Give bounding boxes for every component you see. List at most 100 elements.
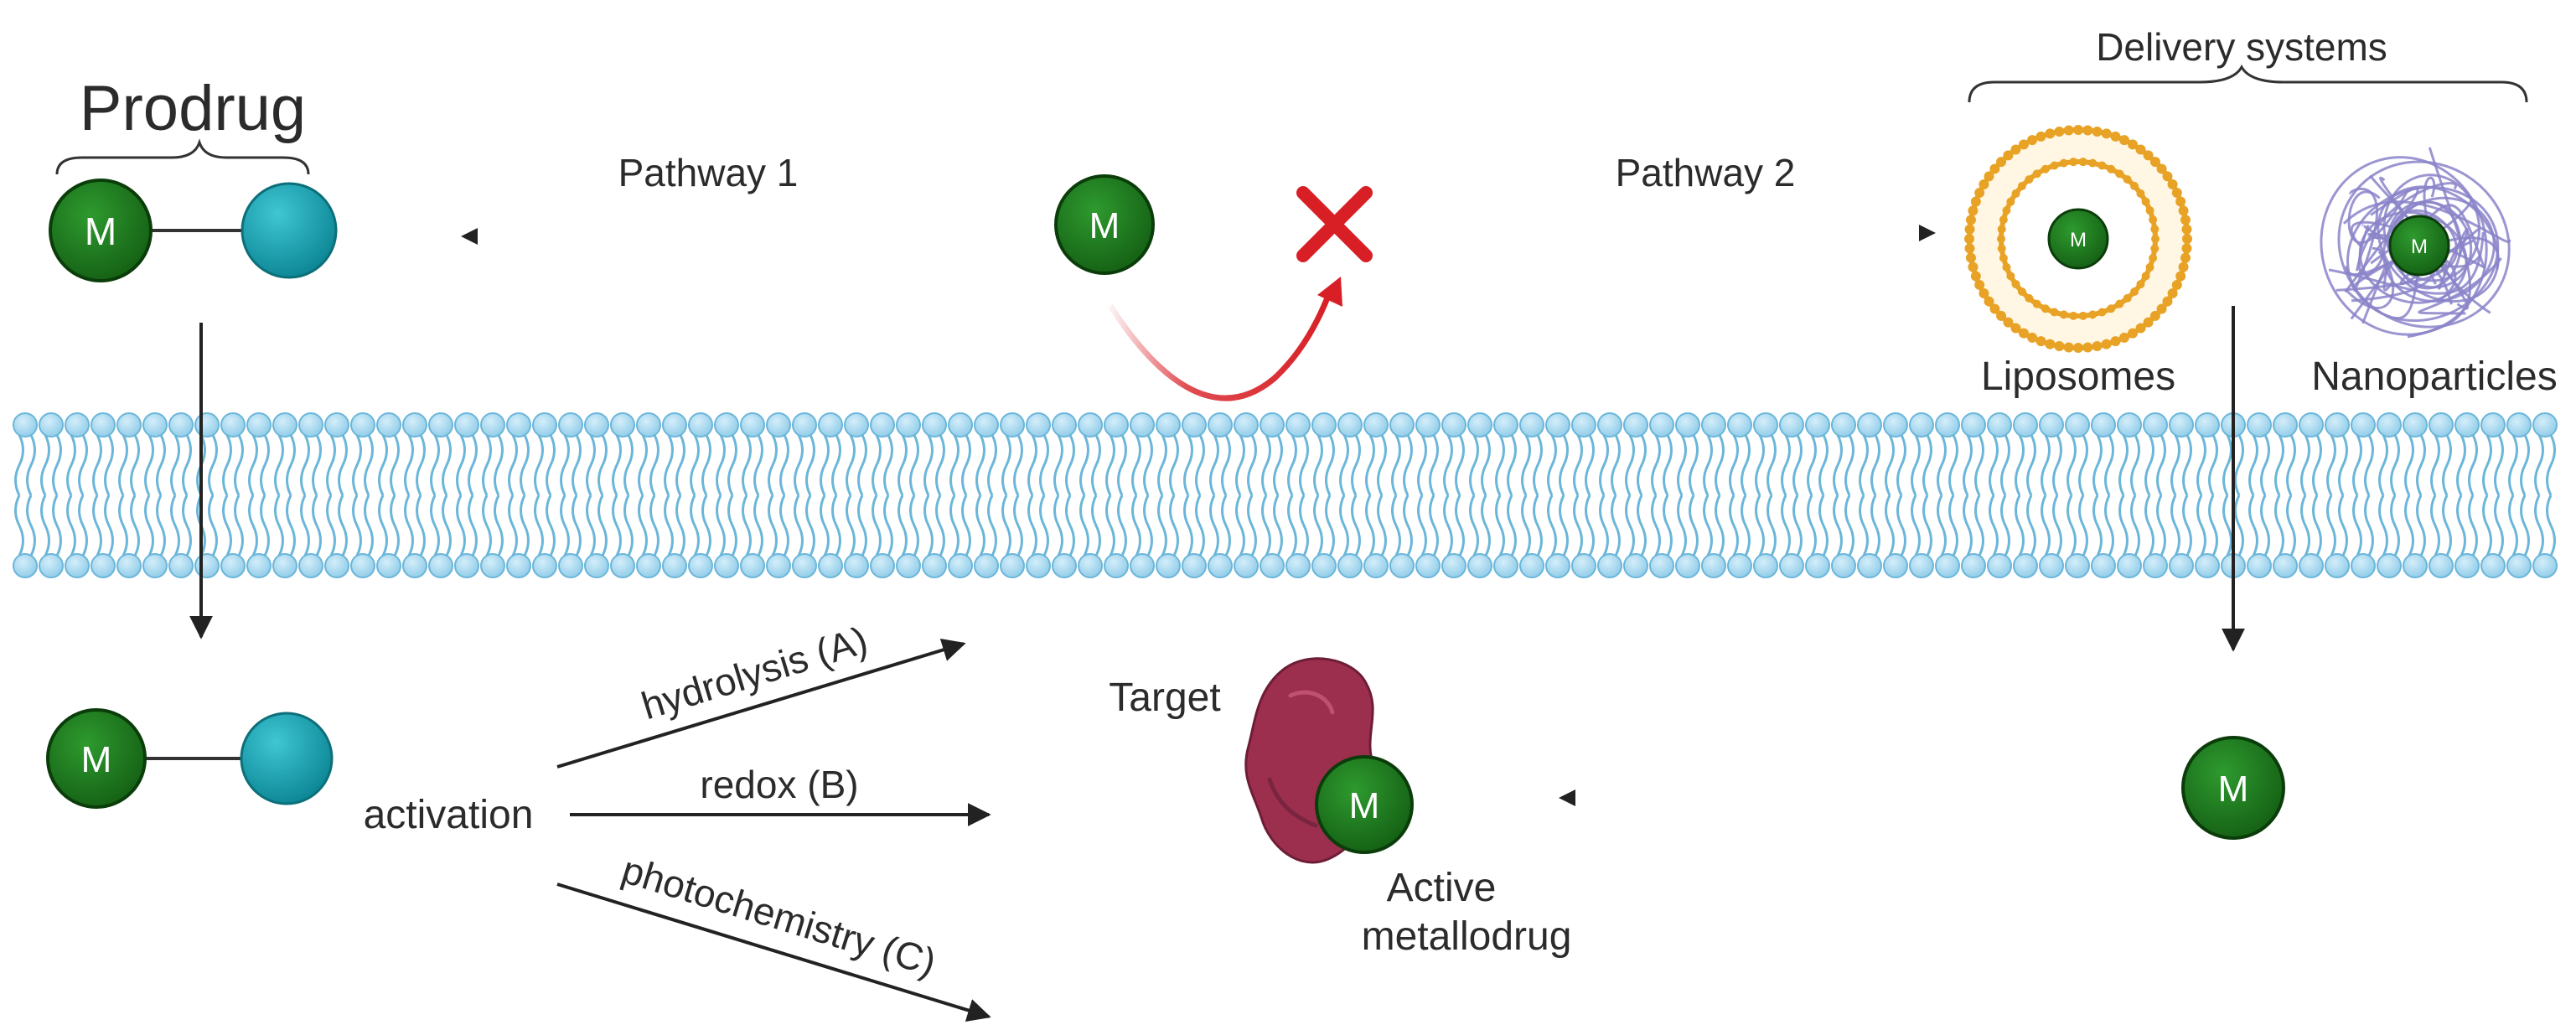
lipid-tail — [2494, 434, 2504, 496]
lipid-tail — [1169, 434, 1179, 496]
liposome-lipid-head — [2107, 164, 2116, 173]
lipid-tail — [768, 494, 778, 557]
metal-label: M — [81, 739, 112, 780]
lipid-tail — [1818, 494, 1829, 557]
lipid-tail — [2130, 494, 2140, 557]
liposome-lipid-head — [2115, 169, 2124, 179]
lipid-head — [1961, 553, 1986, 578]
lipid-tail — [2326, 434, 2336, 496]
liposome-lipid-head — [2069, 311, 2078, 320]
delivery-brace — [1968, 64, 2528, 103]
lipid-head — [506, 412, 531, 437]
lipid-tail — [456, 494, 466, 557]
lipid-head — [454, 412, 479, 437]
lipid-head — [2429, 412, 2454, 437]
lipid-tail — [1469, 434, 1479, 496]
lipid-tail — [831, 494, 841, 557]
lipid-head — [948, 412, 973, 437]
lipid-tail — [390, 494, 400, 557]
lipid-head — [844, 553, 869, 578]
liposome-lipid-head — [2149, 310, 2160, 321]
metal-label: M — [1089, 205, 1120, 246]
liposome-lipid-head — [2151, 235, 2160, 243]
liposome-lipid-head — [1968, 205, 1979, 216]
lipid-tail — [274, 434, 284, 496]
liposome-lipid-head — [2069, 158, 2078, 167]
lipid-head — [1727, 412, 1752, 437]
lipid-tail — [1989, 434, 1999, 496]
lipid-tail — [1247, 434, 1257, 496]
lipid-tail — [1429, 494, 1439, 557]
liposome-lipid-head — [2045, 339, 2056, 349]
lipid-head — [558, 553, 583, 578]
lipid-tail — [1391, 434, 1401, 496]
lipid-tail — [2352, 434, 2362, 496]
lipid-tail — [1091, 494, 1101, 557]
lipid-tail — [534, 434, 544, 496]
lipid-tail — [1287, 434, 1297, 496]
lipid-tail — [909, 494, 919, 557]
lipid-head — [1467, 412, 1492, 437]
active-label-line1: Active — [1387, 866, 1497, 910]
redox-label: redox (B) — [700, 763, 858, 806]
lipid-tail — [1896, 434, 1906, 496]
lipid-tail — [1963, 434, 1973, 496]
lipid-tail — [170, 434, 180, 496]
lipid-tail — [2494, 494, 2504, 557]
lipid-head — [1104, 553, 1129, 578]
liposome-lipid-head — [2010, 144, 2021, 155]
lipid-tail — [442, 494, 452, 557]
lipid-head — [39, 412, 64, 437]
lipid-tail — [897, 434, 908, 496]
lipid-tail — [1729, 434, 1739, 496]
lipid-tail — [286, 494, 296, 557]
lipid-tail — [182, 434, 192, 496]
lipid-head — [1467, 553, 1492, 578]
lipid-tail — [390, 434, 400, 496]
liposome-lipid-head — [2002, 206, 2011, 215]
lipid-tail — [364, 434, 374, 496]
metal-label: M — [2070, 229, 2087, 251]
lipid-tail — [1183, 494, 1193, 557]
liposome-lipid-head — [1979, 288, 1989, 298]
lipid-tail — [2430, 434, 2440, 496]
lipid-tail — [2260, 434, 2270, 496]
lipid-head — [2143, 412, 2168, 437]
lipid-head — [714, 553, 739, 578]
lipid-tail — [2534, 494, 2544, 557]
lipid-head — [740, 553, 765, 578]
lipid-head — [558, 412, 583, 437]
lipid-head — [2429, 553, 2454, 578]
liposome-lipid-head — [1989, 163, 2000, 174]
pathway1-label: Pathway 1 — [618, 151, 799, 194]
liposome-lipid-head — [2092, 341, 2103, 352]
lipid-head — [922, 553, 947, 578]
lipid-tail — [2156, 494, 2166, 557]
liposome-lipid-head — [2145, 206, 2154, 215]
lipid-head — [1857, 553, 1882, 578]
liposome-lipid-head — [2181, 243, 2192, 254]
lipid-head — [1337, 553, 1363, 578]
lipid-tail — [494, 434, 504, 496]
lipid-head — [1935, 553, 1960, 578]
lipid-tail — [378, 494, 388, 557]
liposome-lipid-head — [2073, 343, 2083, 353]
polymer-strand — [2320, 156, 2488, 336]
lipid-tail — [1948, 434, 1958, 496]
liposome-lipid-head — [2136, 189, 2145, 198]
lipid-tail — [1689, 434, 1699, 496]
lipid-tail — [857, 494, 867, 557]
lipid-head — [1260, 412, 1285, 437]
prodrug-label: Prodrug — [80, 73, 306, 144]
lipid-head — [792, 412, 817, 437]
lipid-tail — [2520, 434, 2530, 496]
lipid-head — [1727, 553, 1752, 578]
lipid-tail — [753, 434, 763, 496]
liposome-lipid-head — [1964, 243, 1975, 254]
lipid-tail — [1922, 494, 1932, 557]
lipid-tail — [1844, 494, 1854, 557]
lipid-tail — [208, 434, 218, 496]
lipid-head — [1883, 553, 1908, 578]
lipid-head — [2169, 412, 2194, 437]
lipid-tail — [961, 494, 971, 557]
